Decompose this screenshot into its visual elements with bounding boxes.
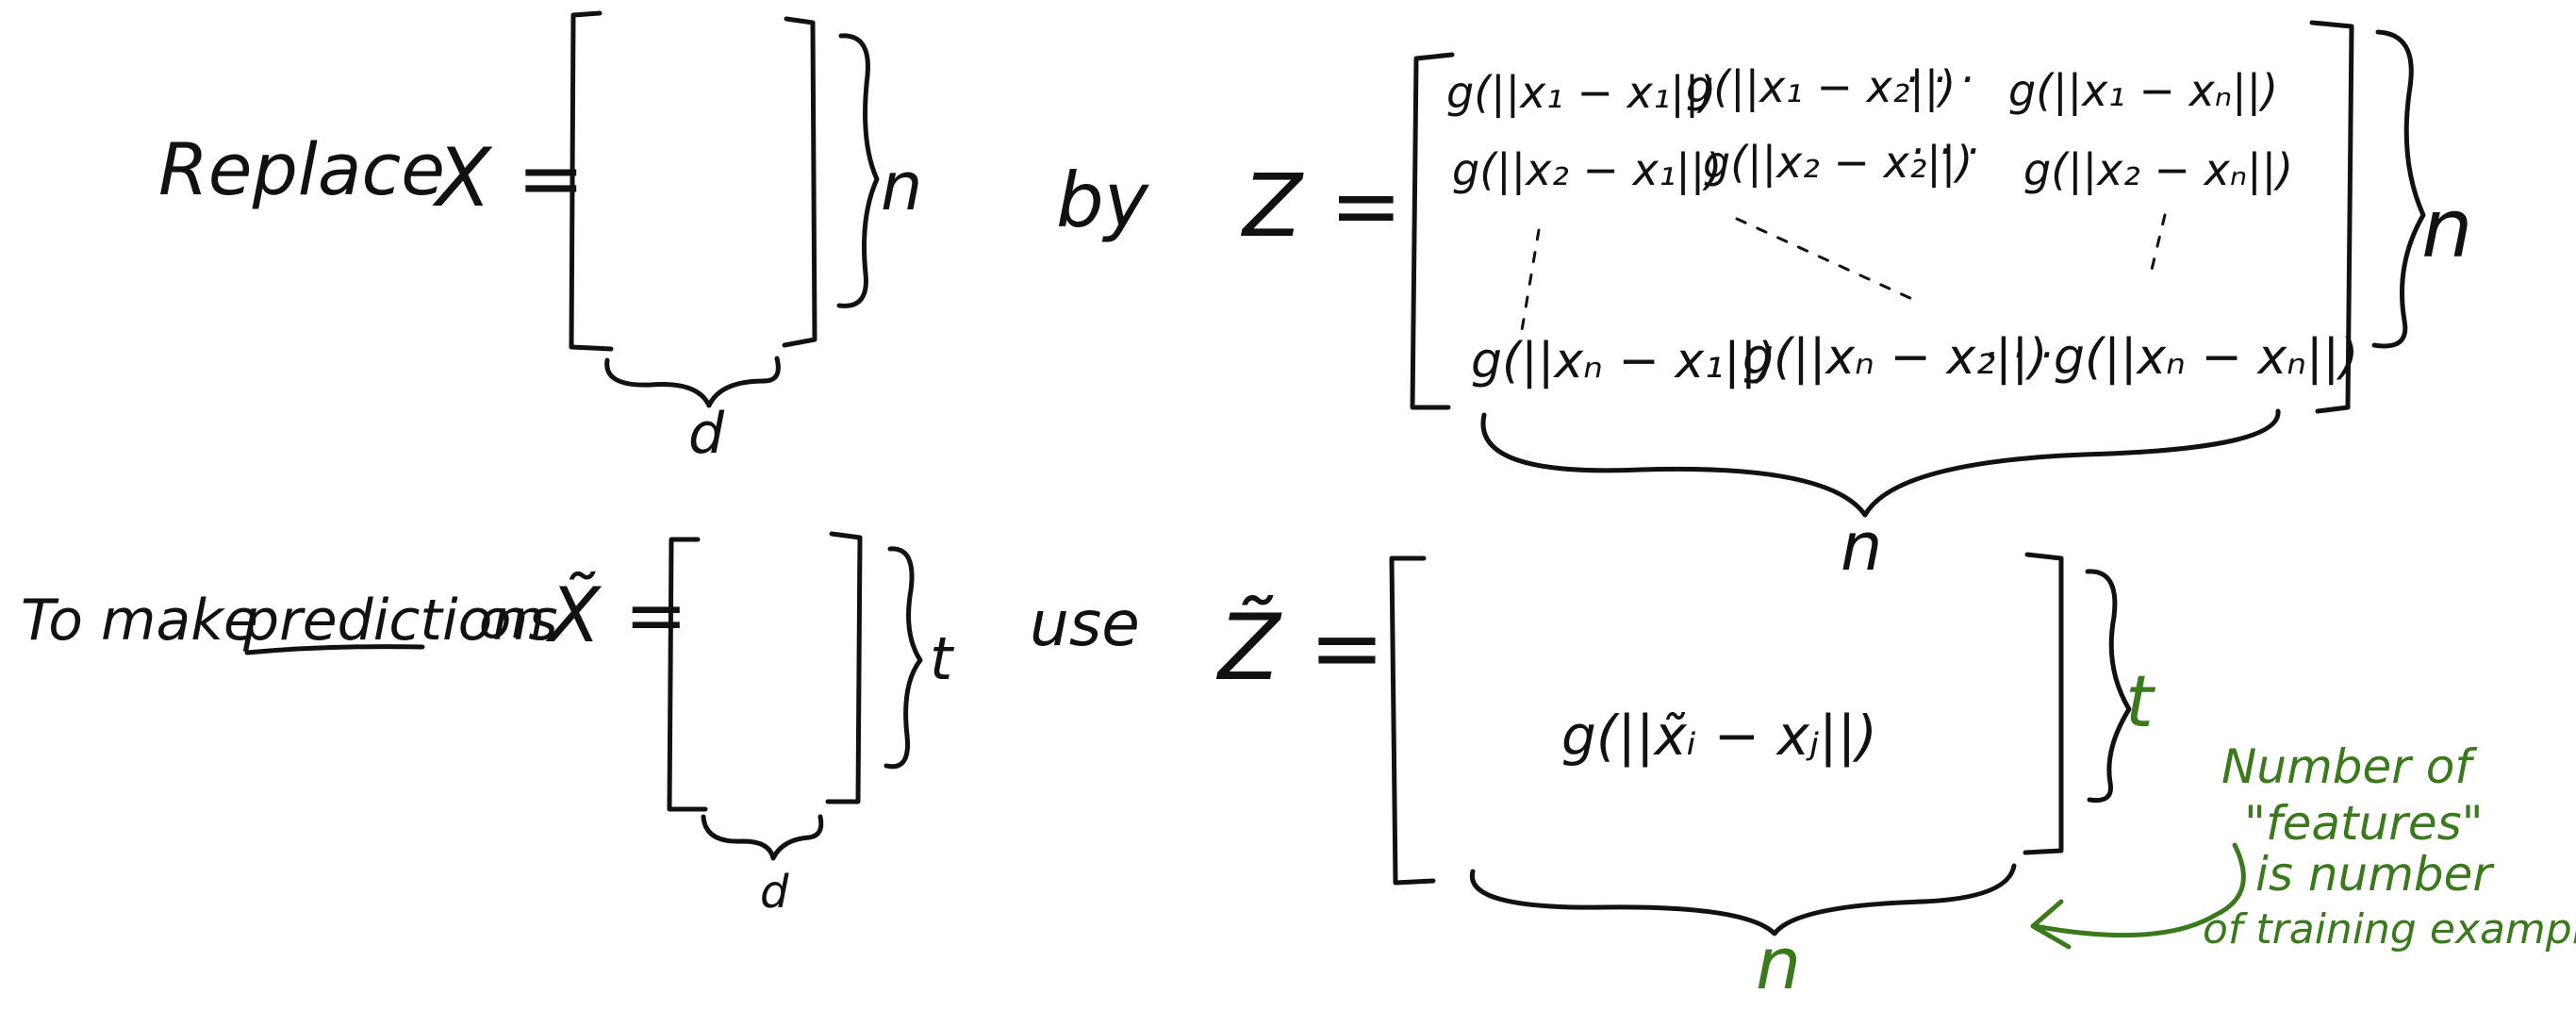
x-cols-label: d [688, 401, 725, 467]
use-label: use [1030, 588, 1140, 660]
ztilde-left-bracket [1389, 555, 1436, 886]
ztilde-right-bracket [2023, 552, 2064, 855]
ztilde-rows-brace [2085, 569, 2132, 804]
z-cell-2-dots: · · · [1910, 125, 1979, 176]
ztilde-rows-label: t [2125, 659, 2156, 743]
x-cols-brace [604, 356, 781, 408]
z-cell-1-n: g(||x₁ − xₙ||) [2008, 65, 2278, 117]
z-cell-n-n: g(||xₙ − xₙ||) [2054, 329, 2358, 386]
z-matrix-right-bracket [2309, 20, 2354, 414]
note-line-3: is number [2255, 847, 2495, 902]
xtilde-equals-label: X̃ = [545, 571, 687, 659]
z-cell-n-2: g(||xₙ − x₂||) [1742, 329, 2047, 386]
on-label: on [479, 589, 545, 651]
ztilde-cols-label: n [1756, 921, 1801, 1005]
prediction-prefix-label: To make [21, 588, 258, 654]
x-matrix-left-bracket [569, 10, 614, 352]
xtilde-cols-label: d [760, 866, 789, 919]
ztilde-cols-brace [1469, 863, 2017, 936]
xtilde-rows-brace [883, 546, 923, 770]
note-line-4: of training examples [2203, 905, 2576, 953]
z-diagonal-dots [1735, 217, 1916, 302]
xtilde-right-bracket [825, 531, 863, 804]
predictions-underline [244, 644, 425, 655]
z-cell-2-n: g(||x₂ − xₙ||) [2023, 144, 2293, 196]
xtilde-cols-brace [701, 814, 824, 861]
ztilde-equals-label: Z̃ = [1215, 595, 1385, 701]
note-line-1: Number of [2221, 739, 2477, 794]
z-vertical-dots-right [2148, 213, 2167, 279]
z-cell-2-1: g(||x₂ − x₁||) [1452, 144, 1722, 196]
z-cols-brace [1480, 408, 2281, 518]
note-arrowhead [2030, 899, 2072, 950]
z-rows-label: n [2421, 182, 2473, 276]
z-equals-label: Z = [1240, 156, 1402, 257]
z-cell-1-2: g(||x₁ − x₂||) [1686, 61, 1956, 113]
x-equals-label: X = [432, 131, 585, 225]
z-matrix-left-bracket [1410, 52, 1455, 410]
z-cell-n-dots: · · · [1984, 329, 2053, 380]
x-rows-label: n [881, 148, 922, 225]
note-line-2: "features" [2244, 796, 2484, 851]
x-matrix-right-bracket [782, 16, 817, 348]
x-rows-brace [836, 33, 880, 308]
z-cell-2-2: g(||x₂ − x₂||) [1703, 137, 1973, 189]
by-label: by [1056, 157, 1150, 244]
xtilde-rows-label: t [930, 624, 955, 693]
xtilde-left-bracket [667, 537, 708, 812]
replace-label: Replace [158, 127, 445, 211]
z-cell-1-1: g(||x₁ − x₁||) [1446, 67, 1716, 119]
ztilde-entry: g(||x̃ᵢ − xⱼ||) [1561, 704, 1877, 768]
z-rows-brace [2371, 29, 2426, 349]
z-cols-label: n [1841, 508, 1882, 586]
z-vertical-dots-left [1518, 228, 1541, 343]
z-cell-n-1: g(||xₙ − x₁||) [1471, 333, 1775, 389]
note-arrow [2032, 842, 2246, 938]
predictions-label: predictions [242, 588, 558, 654]
z-cell-1-dots: · · · [1905, 54, 1973, 105]
